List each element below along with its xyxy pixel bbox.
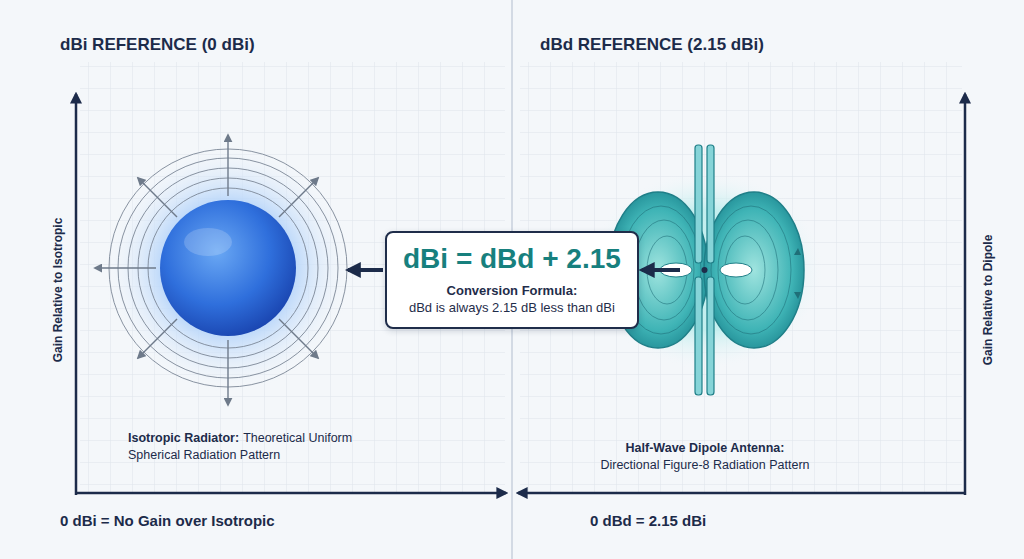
formula-text: dBi = dBd + 2.15 [403,243,621,275]
axis-label: Gain Relative to Isotropic [51,218,65,363]
reference-note: 0 dBi = No Gain over Isotropic [60,512,275,529]
formula-heading: Conversion Formula: [403,283,621,298]
formula-box: dBi = dBd + 2.15Conversion Formula: dBd i… [385,231,639,329]
formula-note: dBd is always 2.15 dB less than dBi [403,300,621,315]
caption: Isotropic Radiator:Theoretical Uniform S… [128,430,354,464]
caption-heading: Half-Wave Dipole Antenna: [575,440,835,457]
reference-note: 0 dBd = 2.15 dBi [590,512,706,529]
pointer-arrow [348,268,383,272]
axis-label: Gain Relative to Dipole [981,235,995,366]
panel-title: dBd REFERENCE (2.15 dBi) [540,35,764,55]
caption-text: Directional Figure-8 Radiation Pattern [575,457,835,474]
caption: Half-Wave Dipole Antenna:Directional Fig… [575,440,835,474]
caption-heading: Isotropic Radiator: [128,431,239,445]
panel-title: dBi REFERENCE (0 dBi) [60,35,255,55]
pointer-arrow [642,268,680,272]
